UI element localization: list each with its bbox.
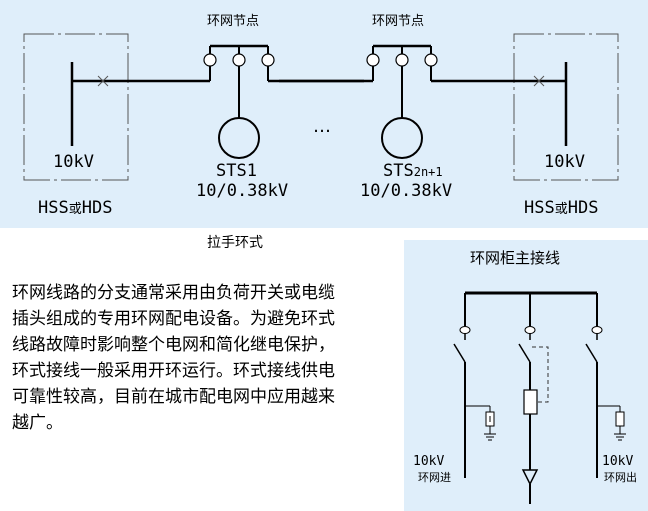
description-line: 可靠性较高，目前在城市配电网中应用越来 — [12, 387, 335, 407]
ring-main-unit-panel — [404, 240, 648, 511]
left-substation-box — [23, 33, 129, 181]
sts-right-rating: 10/0.38kV — [360, 181, 453, 201]
rmu-in-label: 环网进 — [418, 471, 451, 484]
left-open-point — [97, 75, 109, 87]
description-line: 越广。 — [12, 413, 63, 433]
diagram-caption: 拉手环式 — [207, 235, 263, 251]
description-line: 插头组成的专用环网配电设备。为避免环式 — [12, 309, 335, 329]
ring-topology-panel — [0, 0, 648, 228]
ring-node-left — [200, 44, 279, 159]
right-substation-box — [513, 33, 619, 181]
fuse-icon — [523, 389, 538, 415]
rmu-outgoing-branch — [585, 293, 626, 478]
right-open-point — [533, 75, 545, 87]
ellipsis-label: … — [313, 116, 331, 137]
description-line: 环网线路的分支通常采用由负荷开关或电缆 — [12, 283, 335, 303]
ring-node-right — [364, 44, 443, 159]
ring-node-label-right: 环网节点 — [372, 14, 425, 29]
rmu-title: 环网柜主接线 — [470, 249, 561, 267]
right-voltage-label: 10kV — [544, 152, 585, 172]
sts-right-name: STS2n+1 — [383, 161, 443, 181]
left-station-label: HSS或HDS — [38, 198, 113, 218]
rmu-transformer-branch — [518, 293, 549, 504]
load-arrow-icon — [521, 469, 539, 486]
description-line: 线路故障时影响整个电网和简化继电保护， — [12, 335, 335, 355]
rmu-incoming-branch — [453, 293, 496, 478]
left-voltage-label: 10kV — [53, 152, 94, 172]
description-line: 环式接线一般采用开环运行。环式接线供电 — [12, 361, 335, 381]
rmu-in-voltage: 10kV — [413, 454, 445, 469]
sts-left-transformer — [218, 117, 260, 159]
sts-right-transformer — [381, 117, 423, 159]
rmu-out-label: 环网出 — [604, 471, 637, 484]
right-station-label: HSS或HDS — [524, 198, 599, 218]
sts-left-name: STS1 — [216, 161, 257, 181]
ring-node-label-left: 环网节点 — [207, 14, 260, 29]
description-text: 环网线路的分支通常采用由负荷开关或电缆 插头组成的专用环网配电设备。为避免环式 … — [12, 280, 404, 436]
rmu-out-voltage: 10kV — [602, 454, 634, 469]
sts-left-rating: 10/0.38kV — [196, 181, 289, 201]
